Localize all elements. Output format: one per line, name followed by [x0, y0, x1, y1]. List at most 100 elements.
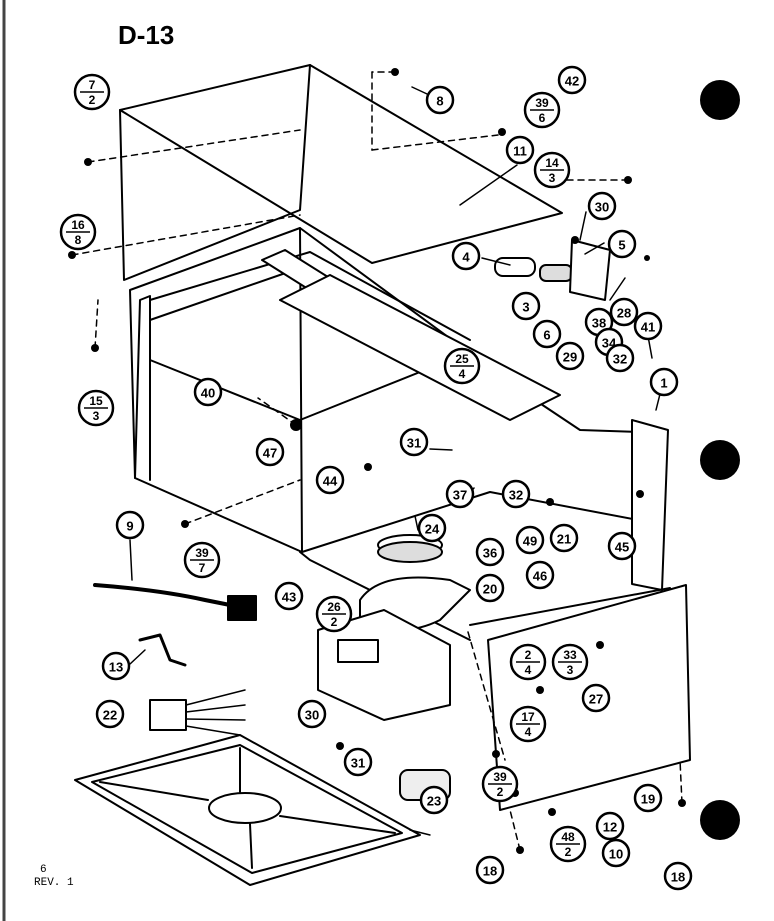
callout-number: 30: [595, 200, 609, 215]
callout-c-1: 1: [649, 367, 679, 397]
callout-number: 8: [436, 94, 443, 109]
callout-number: 18: [483, 864, 497, 879]
callout-number: 9: [126, 519, 133, 534]
callout-number: 38: [592, 316, 606, 331]
callout-circle: [555, 341, 585, 371]
callout-c-46: 46: [525, 560, 555, 590]
callout-c-9: 9: [115, 510, 145, 540]
callout-c-33-3: 333: [551, 643, 589, 681]
callout-bottom-number: 4: [525, 725, 532, 739]
callout-c-47: 47: [255, 437, 285, 467]
callout-circle: [633, 783, 663, 813]
callout-c-29: 29: [555, 341, 585, 371]
callout-top-number: 17: [521, 710, 535, 724]
callout-c-8: 8: [425, 85, 455, 115]
callout-number: 44: [323, 474, 338, 489]
callout-bottom-number: 6: [539, 111, 546, 125]
callout-top-number: 25: [455, 352, 469, 366]
callout-number: 40: [201, 386, 215, 401]
callout-c-28: 28: [609, 297, 639, 327]
callout-circle: [607, 229, 637, 259]
right-wall-panel: [631, 419, 669, 591]
callout-number: 21: [557, 532, 571, 547]
callout-number: 41: [641, 320, 655, 335]
callout-c-11: 11: [505, 135, 535, 165]
callout-number: 28: [617, 306, 631, 321]
callout-circle: [101, 651, 131, 681]
callout-c-42: 42: [557, 65, 587, 95]
callout-circle: [297, 699, 327, 729]
callout-circle: [445, 479, 475, 509]
callout-circle: [274, 581, 304, 611]
callout-bottom-number: 3: [567, 663, 574, 677]
callout-bottom-number: 7: [199, 561, 206, 575]
callout-circle: [193, 377, 223, 407]
callout-number: 12: [603, 820, 617, 835]
callout-number: 42: [565, 74, 579, 89]
callout-c-39-2: 392: [481, 765, 519, 803]
callout-bottom-number: 2: [331, 615, 338, 629]
callout-circle: [663, 861, 693, 891]
callout-number: 31: [351, 756, 365, 771]
callout-circle: [549, 523, 579, 553]
callout-number: 49: [523, 534, 537, 549]
callout-c-44: 44: [315, 465, 345, 495]
callout-c-37: 37: [445, 479, 475, 509]
callout-c-45: 45: [607, 531, 637, 561]
callout-c-22: 22: [95, 699, 125, 729]
callout-number: 11: [513, 144, 527, 159]
callout-c-2-4: 24: [509, 643, 547, 681]
callout-top-number: 39: [493, 770, 507, 784]
callout-c-41: 41: [633, 311, 663, 341]
callout-c-25-4: 254: [443, 347, 481, 385]
callout-circle: [557, 65, 587, 95]
callout-bottom-number: 2: [89, 93, 96, 107]
callout-number: 27: [589, 692, 603, 707]
callout-circle: [475, 855, 505, 885]
callout-top-number: 26: [327, 600, 341, 614]
callout-c-14-3: 143: [533, 151, 571, 189]
cabinet-side-panel: [119, 64, 311, 281]
callout-number: 5: [618, 238, 625, 253]
callout-number: 30: [305, 708, 319, 723]
oven-tray: [74, 734, 421, 886]
callout-top-number: 14: [545, 156, 559, 170]
callout-bottom-number: 2: [497, 785, 504, 799]
thermal-cutout: [138, 633, 187, 667]
callout-number: 13: [109, 660, 123, 675]
callout-circle: [525, 560, 555, 590]
callout-number: 1: [660, 376, 667, 391]
callout-c-3: 3: [511, 291, 541, 321]
callout-c-5: 5: [607, 229, 637, 259]
callout-c-36: 36: [475, 537, 505, 567]
callout-number: 24: [425, 522, 440, 537]
callout-number: 32: [613, 352, 627, 367]
callout-c-18a: 18: [475, 855, 505, 885]
callout-c-49: 49: [515, 525, 545, 555]
callout-bottom-number: 8: [75, 233, 82, 247]
callout-number: 32: [509, 488, 523, 503]
callout-top-number: 39: [535, 96, 549, 110]
callout-circle: [399, 427, 429, 457]
callout-circle: [115, 510, 145, 540]
callout-c-7-2: 72: [73, 73, 111, 111]
callout-c-31b: 31: [343, 747, 373, 777]
callout-number: 4: [462, 250, 470, 265]
callout-c-31a: 31: [399, 427, 429, 457]
callout-circle: [475, 573, 505, 603]
callout-circle: [633, 311, 663, 341]
registration-marks: [700, 80, 740, 840]
top-cover-panel: [119, 64, 563, 264]
callout-number: 43: [282, 590, 296, 605]
callout-number: 18: [671, 870, 685, 885]
callout-circle: [649, 367, 679, 397]
callout-bottom-number: 2: [565, 845, 572, 859]
callout-circle: [419, 785, 449, 815]
callout-c-12: 12: [595, 811, 625, 841]
callout-number: 6: [543, 328, 550, 343]
callout-circle: [595, 811, 625, 841]
callout-c-32a: 32: [605, 343, 635, 373]
callout-bottom-number: 3: [93, 409, 100, 423]
callout-circle: [515, 525, 545, 555]
